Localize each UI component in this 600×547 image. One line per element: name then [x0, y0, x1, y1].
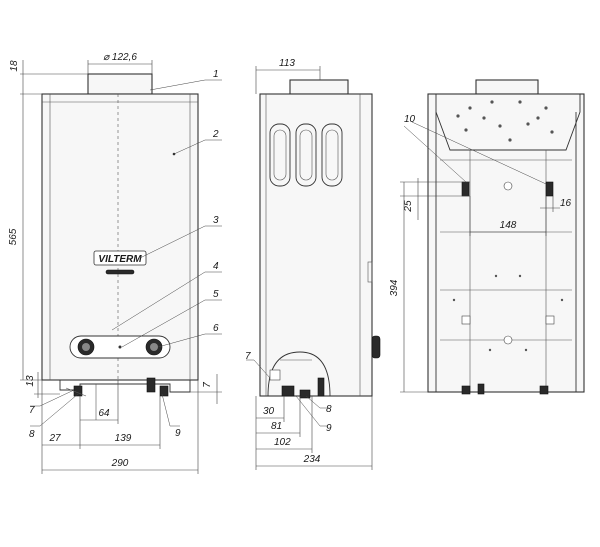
brand-plate [93, 250, 147, 266]
dim-back-16: 16 [560, 198, 572, 209]
dim-front-width: 290 [111, 458, 129, 469]
dim-front-64: 64 [98, 408, 110, 419]
dim-front-right-offset: 7 [202, 382, 213, 388]
dim-side-flue: 113 [279, 58, 295, 69]
callout-10: 10 [404, 114, 416, 125]
callout-1: 1 [213, 69, 219, 80]
back-view: 25 16 148 394 10 [389, 79, 585, 395]
dim-front-27: 27 [48, 433, 61, 444]
callout-8-front: 8 [29, 429, 35, 440]
front-connection-right [159, 385, 169, 397]
indicator-bar [105, 269, 135, 275]
dim-front-height: 565 [8, 228, 19, 245]
side-knob [371, 335, 381, 359]
front-flue-collar [87, 73, 153, 95]
side-flue-collar [289, 79, 349, 95]
back-flue-collar [475, 79, 539, 95]
dim-back-148: 148 [500, 220, 517, 231]
front-connection-mid [146, 377, 156, 393]
callout-8-side: 8 [326, 404, 332, 415]
callout-2: 2 [212, 129, 219, 140]
dim-flue-diameter: ⌀ 122,6 [103, 52, 137, 63]
back-connection-mid [477, 383, 485, 395]
dim-side-102: 102 [274, 437, 291, 448]
front-casing [41, 93, 199, 381]
dim-front-bottom-offset: 13 [25, 375, 36, 387]
dim-front-top-offset: 18 [9, 60, 20, 72]
dim-back-25: 25 [403, 200, 414, 213]
side-vent-slots [269, 123, 343, 187]
back-connection-left [461, 385, 471, 395]
callout-6: 6 [213, 323, 219, 334]
callout-7-side: 7 [245, 351, 251, 362]
dim-side-81: 81 [271, 421, 282, 432]
callout-7-front: 7 [29, 405, 35, 416]
callout-9-front: 9 [175, 428, 181, 439]
front-view: VILTERM 18 ⌀ 122,6 565 13 [8, 52, 222, 474]
dim-front-139: 139 [115, 433, 132, 444]
mount-slot-right [545, 181, 554, 197]
dim-back-394: 394 [389, 279, 400, 296]
side-view: 113 30 81 102 234 7 8 9 [245, 58, 381, 470]
callout-3: 3 [213, 215, 219, 226]
callout-5: 5 [213, 289, 219, 300]
back-connection-right [539, 385, 549, 395]
mount-slot-left [461, 181, 470, 197]
dim-side-depth: 234 [303, 454, 321, 465]
front-connection-left [73, 385, 83, 397]
callout-9-side: 9 [326, 423, 332, 434]
back-casing [427, 93, 585, 393]
side-connection-b [281, 385, 295, 397]
dim-side-30: 30 [263, 406, 275, 417]
brand-logo-text: VILTERM [98, 254, 142, 265]
side-connection-a [317, 377, 325, 397]
side-connection-c [299, 389, 311, 399]
callout-4: 4 [213, 261, 219, 272]
